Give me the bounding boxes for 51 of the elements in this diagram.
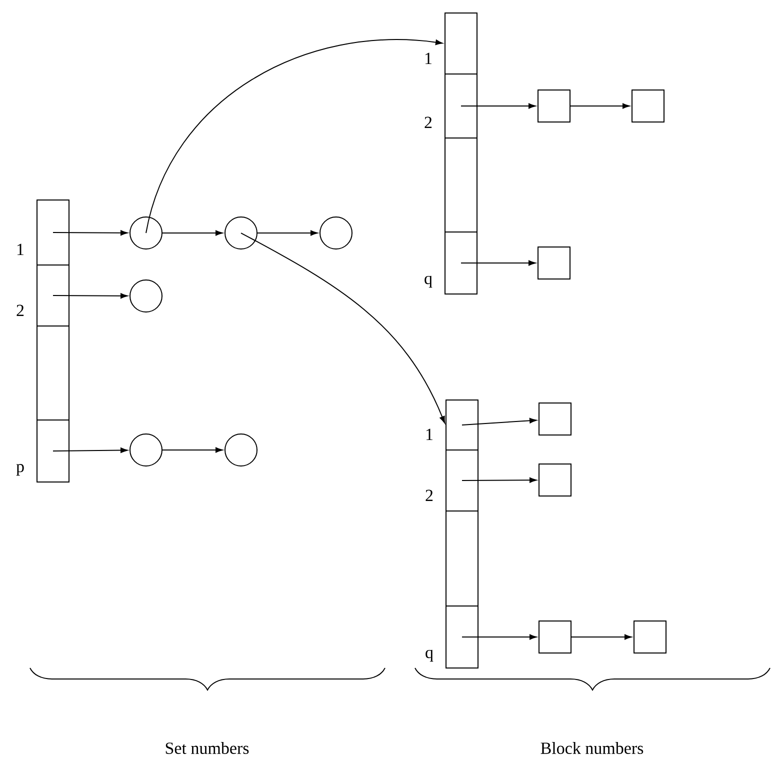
- list-circle: [224, 434, 258, 466]
- list-circle: [130, 434, 162, 466]
- arrow: [570, 103, 630, 109]
- arrow: [52, 293, 128, 299]
- index-label: 2: [426, 490, 433, 501]
- array-cell: [444, 74, 478, 138]
- index-label: 1: [426, 52, 432, 64]
- block-square: [538, 90, 570, 122]
- index-label: 1: [18, 244, 24, 255]
- array-cell: [36, 326, 70, 420]
- array-cell: [36, 200, 70, 266]
- arrow: [462, 477, 537, 483]
- arrow: [240, 232, 446, 424]
- index-label: q: [426, 650, 434, 662]
- array-cell: [36, 420, 70, 482]
- array-cell: [446, 606, 478, 668]
- arrow: [462, 634, 537, 640]
- array-cell: [444, 232, 478, 294]
- array-cell: [36, 264, 70, 326]
- block-square: [538, 246, 570, 280]
- array-cell: [444, 12, 478, 74]
- arrow: [460, 260, 536, 266]
- block-square: [634, 620, 666, 654]
- block-square: [538, 464, 572, 496]
- index-label: 2: [16, 304, 24, 316]
- block-square: [538, 402, 572, 436]
- arrow: [462, 418, 537, 426]
- arrow: [52, 448, 128, 453]
- arrow: [571, 634, 632, 640]
- array-cell: [446, 450, 478, 512]
- array-cell: [444, 138, 478, 232]
- arrow: [162, 447, 223, 453]
- block-square: [538, 620, 572, 654]
- brace-label: Block numbers: [540, 742, 644, 754]
- arrow: [257, 230, 318, 236]
- list-circle: [320, 216, 352, 250]
- array-cell: [446, 510, 478, 606]
- index-label: q: [424, 276, 432, 288]
- block-square: [632, 90, 664, 122]
- index-label: 2: [424, 116, 432, 128]
- brace-label: Set numbers: [166, 742, 249, 754]
- arrow: [460, 103, 536, 109]
- index-label: 1: [426, 428, 432, 440]
- arrow: [146, 39, 443, 234]
- list-circle: [130, 280, 162, 312]
- arrow: [162, 230, 223, 236]
- arrow: [52, 230, 128, 236]
- array-cell: [446, 400, 478, 450]
- list-circle: [130, 216, 162, 250]
- list-circle: [224, 216, 258, 250]
- index-label: p: [16, 464, 24, 476]
